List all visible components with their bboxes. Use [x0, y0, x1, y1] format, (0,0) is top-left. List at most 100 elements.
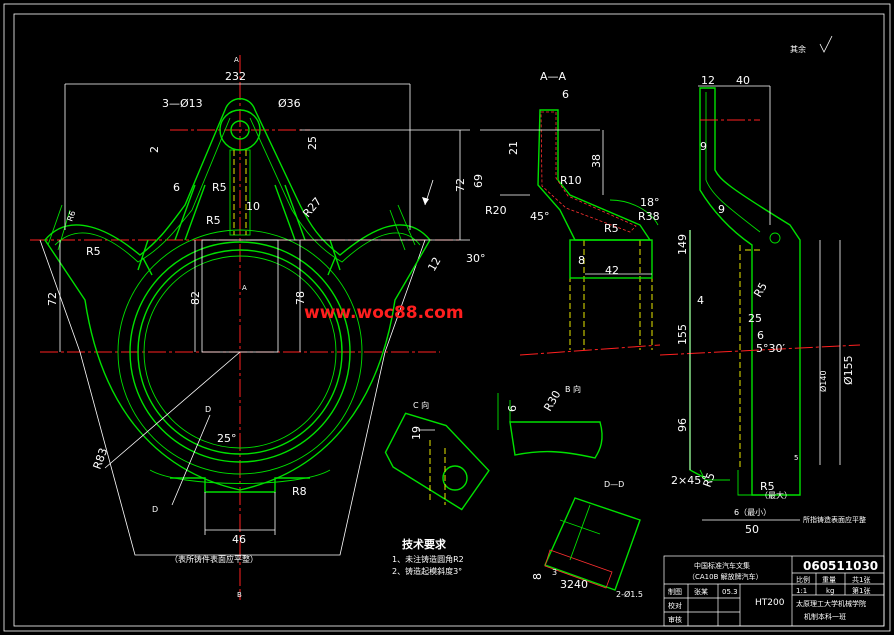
scale-header: 比例 [796, 575, 810, 584]
side-note: 所指铸造表面应平整 [803, 515, 866, 524]
view-mark-d: D [205, 405, 211, 414]
technical-requirements: 技术要求 1、未注铸造圆角R2 2、铸造起模斜度3° [392, 537, 464, 576]
view-b: B 向 6 R30 [497, 384, 603, 459]
draw-date: 05.3 [722, 588, 738, 596]
view-c-label: C 向 [413, 400, 429, 410]
dim-text: 9 [718, 203, 725, 216]
dim-text: R20 [485, 204, 507, 217]
dim-text: R5 [212, 181, 227, 194]
dim-text: 69 [472, 174, 485, 188]
dim-text: 21 [507, 141, 520, 155]
title-subtitle: （CA10B 解放牌汽车） [688, 572, 763, 581]
dim-text: 38 [590, 154, 603, 168]
dim-text: R5 [604, 222, 619, 235]
dim-text: 2-Ø1.5 [616, 589, 643, 599]
dim-text: 12 [701, 74, 715, 87]
dim-text: R10 [560, 174, 582, 187]
dim-text: Ø155 [842, 355, 855, 385]
dim-text: 4 [697, 294, 704, 307]
section-dd-label: D—D [604, 480, 624, 489]
dim-text: R5 [206, 214, 221, 227]
weight-value: kg [826, 587, 835, 595]
view-mark-a: A [242, 284, 247, 292]
dim-text: 8 [531, 573, 544, 580]
tech-req-title: 技术要求 [402, 537, 447, 551]
casting-note: （表所铸件表面应平整） [170, 554, 258, 564]
dim-text: 12 [425, 255, 443, 274]
dim-text: 78 [294, 291, 307, 305]
main-view: 232 3—Ø13 Ø36 2 25 R5 10 6 R5 R27 72 69 … [30, 55, 486, 600]
dim-text: 40 [574, 578, 588, 591]
dim-text: 6 [506, 405, 519, 412]
dim-text: 155 [676, 324, 689, 345]
dim-text: 72 [46, 292, 59, 306]
dim-text: R83 [91, 446, 111, 471]
dim-text: 32 [560, 578, 574, 591]
dim-text: 10 [246, 200, 260, 213]
dim-text: R5 [760, 480, 775, 493]
row-label-drawer: 制图 [668, 587, 682, 596]
scale-value: 1:1 [796, 587, 807, 595]
drawing-number: 060511030 [803, 559, 878, 573]
class-name: 机制本科一班 [804, 612, 846, 621]
section-aa-label: A—A [540, 70, 567, 83]
dim-text: R30 [541, 388, 563, 413]
view-mark-d: D [152, 505, 158, 514]
dim-text: 45° [530, 210, 550, 223]
sheet-value: 第1张 [852, 586, 870, 595]
dim-text: 25 [748, 312, 762, 325]
weight-header: 重量 [822, 576, 836, 584]
dim-text: 2 [148, 146, 161, 153]
drawer-name: 张某 [694, 587, 708, 596]
dim-text: 5°30′ [756, 342, 785, 355]
dim-text: 149 [676, 234, 689, 255]
dim-text: 25 [306, 136, 319, 150]
sheets-header: 共1张 [852, 575, 870, 584]
dim-text: 30° [466, 252, 486, 265]
dim-text: Ø36 [278, 97, 301, 110]
dim-text: 18° [640, 196, 660, 209]
dim-text: 5 [794, 454, 798, 462]
section-aa-view: A—A 6 21 38 R10 18° R20 45° R5 R38 8 42 [480, 70, 661, 356]
dim-text: R5 [701, 471, 718, 489]
row-label-reviewer: 审核 [668, 615, 682, 624]
dim-text: 72 [454, 178, 467, 192]
dim-text: 6 [562, 88, 569, 101]
dim-text: R38 [638, 210, 660, 223]
dim-text: 6 [757, 329, 764, 342]
view-b-label: B 向 [565, 384, 581, 394]
dim-text: 40 [736, 74, 750, 87]
dim-text: R27 [300, 195, 324, 220]
dim-text: （最大） [760, 490, 792, 500]
side-view: 12 40 9 9 149 4 25 6 155 5°30′ Ø140 Ø155… [659, 74, 866, 536]
roughness-mark-label: 其余 [790, 44, 806, 54]
dim-text: 8 [578, 254, 585, 267]
inner-border [13, 13, 885, 627]
dim-text: 82 [189, 291, 202, 305]
drawing-border [3, 3, 891, 632]
dim-text: 50 [745, 523, 759, 536]
view-mark-a: A [234, 56, 239, 64]
dim-text: R5 [751, 280, 770, 299]
watermark-text: www.woc88.com [304, 303, 464, 323]
dim-text: 42 [605, 264, 619, 277]
dim-text: 2×45° [671, 474, 707, 487]
view-arrow-icon [422, 197, 429, 205]
dim-text: 3—Ø13 [162, 97, 203, 110]
view-mark-b: B [237, 591, 242, 599]
dim-text: R6 [65, 210, 77, 223]
dim-text: 46 [232, 533, 246, 546]
dim-text: 6 [173, 181, 180, 194]
material-value: HT200 [755, 598, 785, 608]
dim-text: 6（最小） [734, 508, 771, 517]
dim-text: 96 [676, 418, 689, 432]
dim-text: 232 [225, 70, 246, 83]
dim-text: 19 [410, 426, 423, 440]
dim-text: 9 [700, 140, 707, 153]
title-block: 中国标准汽车文集 （CA10B 解放牌汽车） 060511030 比例 重量 共… [663, 555, 885, 627]
tech-req-item: 2、铸造起模斜度3° [392, 566, 462, 576]
dim-text: 25° [217, 432, 237, 445]
dim-text: 3 [552, 568, 557, 577]
section-dd-view: D—D 3 8 32 40 2-Ø1.5 [531, 480, 643, 599]
